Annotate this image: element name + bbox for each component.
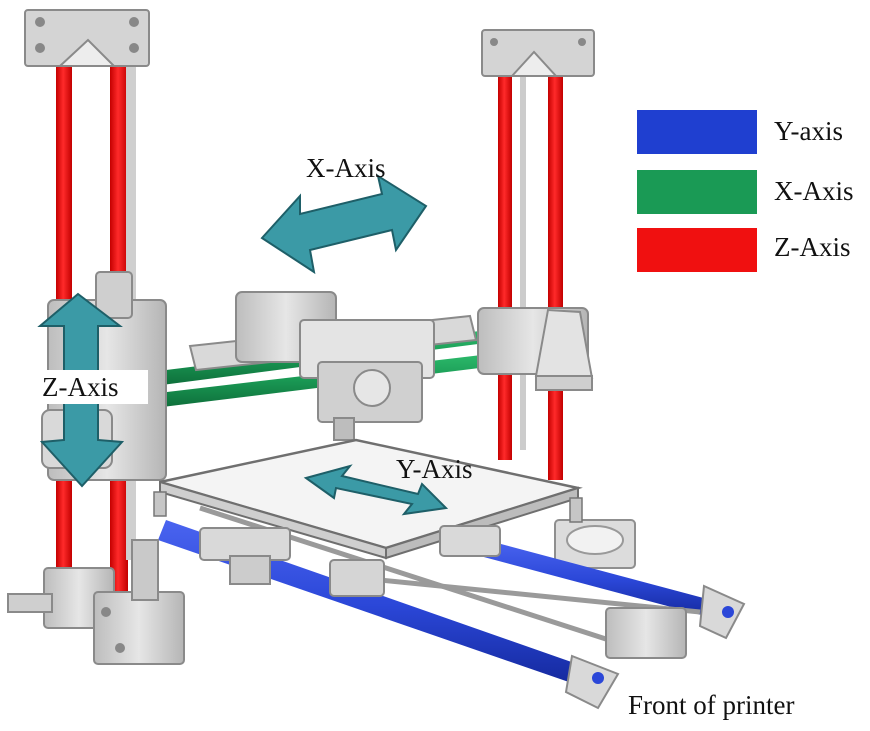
- legend-swatch-y: [637, 110, 757, 154]
- legend-label-x: X-Axis: [774, 176, 854, 206]
- back-right-bracket: [554, 519, 636, 569]
- extruder-carriage: [188, 291, 478, 441]
- z-axis-label-bg: [36, 370, 148, 404]
- right-x-end: [477, 307, 594, 391]
- front-right-ends: [564, 584, 746, 710]
- front-of-printer-label: Front of printer: [628, 690, 795, 720]
- z-rods-right: [498, 60, 563, 480]
- legend-swatch-z: [637, 228, 757, 272]
- bottom-left-blocks: [7, 539, 185, 665]
- top-left-bracket: [24, 9, 150, 67]
- top-right-bracket: [481, 29, 595, 77]
- x-axis-arrow: [260, 173, 428, 275]
- y-axis-label: Y-Axis: [396, 454, 473, 484]
- x-axis-label: X-Axis: [306, 153, 386, 183]
- y-carriage: [199, 525, 501, 597]
- legend-swatch-x: [637, 170, 757, 214]
- z-axis-label: Z-Axis: [42, 372, 119, 402]
- y-axis-arrow: [303, 464, 449, 516]
- legend-label-y: Y-axis: [774, 116, 843, 146]
- legend-label-z: Z-Axis: [774, 232, 851, 262]
